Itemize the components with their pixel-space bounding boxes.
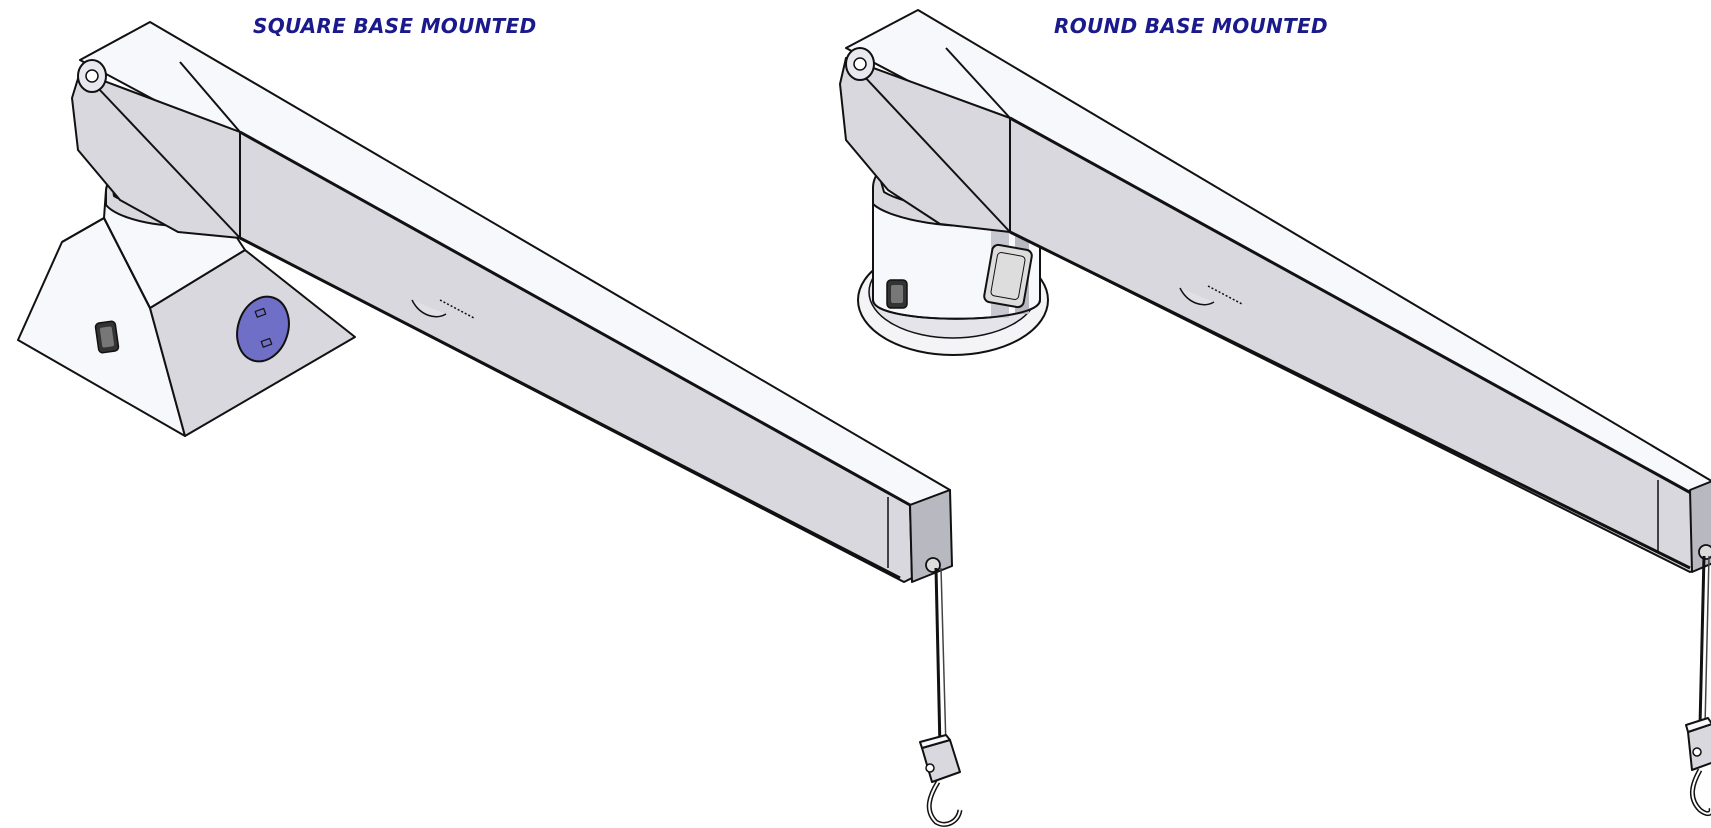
round-boom bbox=[845, 9, 1711, 573]
round-base-label: ROUND BASE MOUNTED bbox=[1054, 14, 1328, 38]
square-hook-block bbox=[919, 567, 963, 827]
round-base-crane bbox=[839, 9, 1711, 817]
round-hook-block bbox=[1685, 555, 1711, 817]
square-base-crane bbox=[17, 21, 963, 827]
square-base-label: SQUARE BASE MOUNTED bbox=[253, 14, 537, 38]
square-boom bbox=[77, 21, 953, 583]
square-base-blue-plate bbox=[236, 295, 290, 363]
